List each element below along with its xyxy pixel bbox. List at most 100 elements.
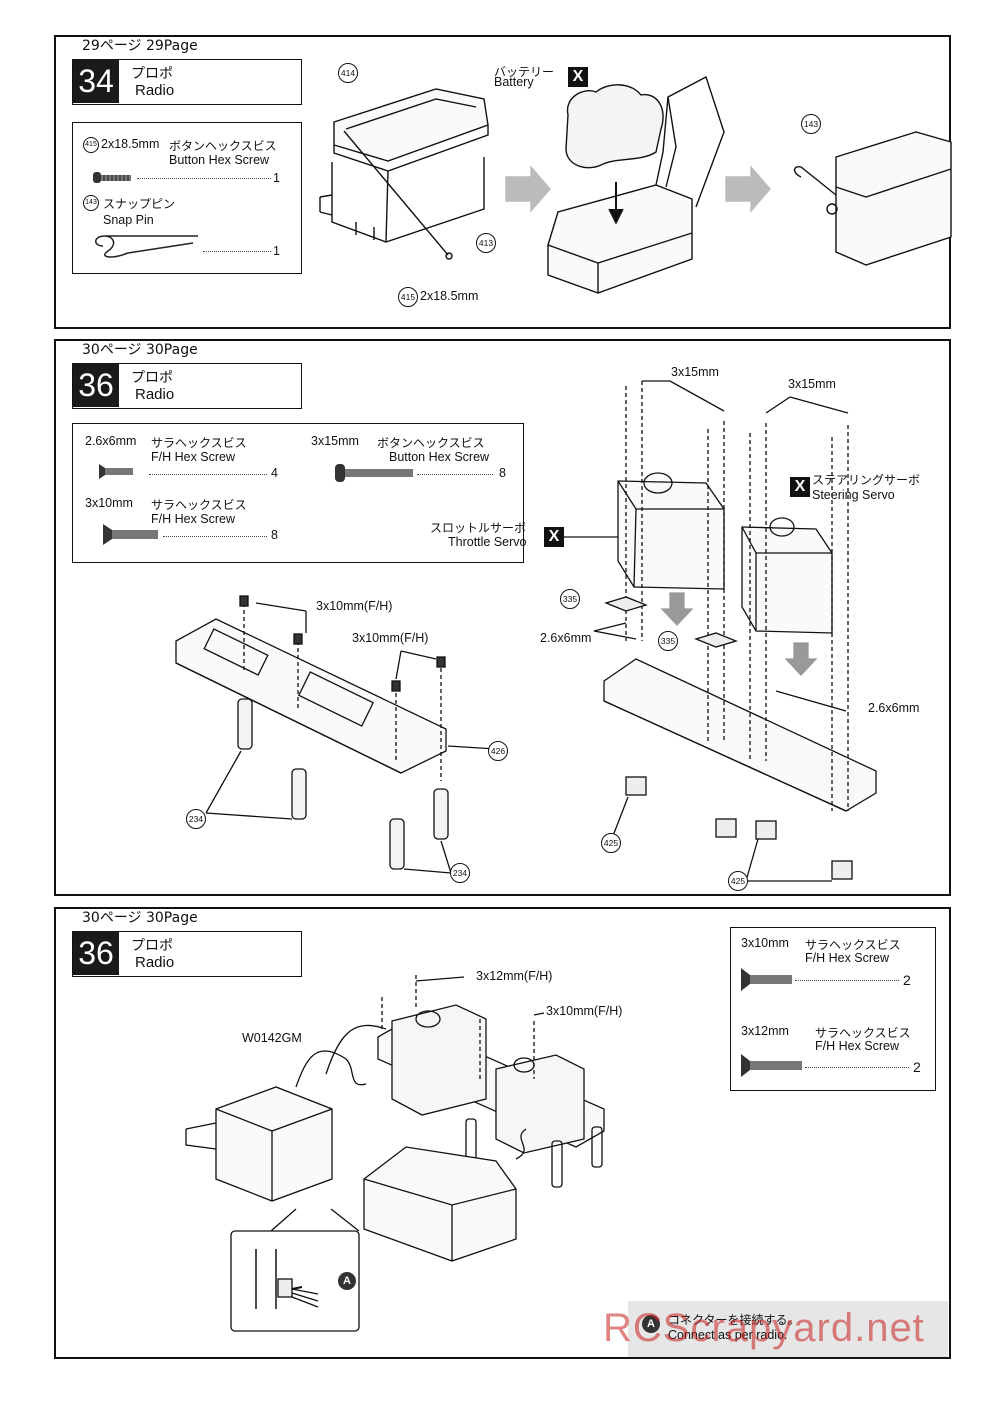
step-header: 36 プロポ Radio <box>72 363 302 409</box>
part-size: 2.6x6mm <box>85 434 137 448</box>
step-header: 34 プロポ Radio <box>72 59 302 105</box>
part-name-jp: ボタンヘックスビス <box>169 139 277 153</box>
not-included-x-icon: X <box>544 527 564 547</box>
part-name-jp: サラヘックスビス <box>805 938 901 952</box>
parts-list: 3x10mm サラヘックスビス F/H Hex Screw 2 3x12mm サ… <box>730 927 936 1091</box>
battery-label-en: Battery <box>494 75 534 89</box>
part-name-en: Button Hex Screw <box>389 450 490 464</box>
part-size: 3x12mm <box>741 1024 789 1038</box>
parts-list: 2.6x6mm サラヘックスビス F/H Hex Screw 4 3x10mm … <box>72 423 524 563</box>
fh-hex-screw-icon <box>103 524 158 545</box>
part-number-badge: 143 <box>83 195 99 211</box>
dotted-leader <box>203 251 271 252</box>
screw-size-label: 3x10mm(F/H) <box>316 599 393 613</box>
step-title-en: Radio <box>135 82 175 99</box>
screw-size-label: 3x12mm(F/H) <box>476 969 553 983</box>
part-number-badge: 414 <box>338 63 358 83</box>
step-title-en: Radio <box>135 386 175 403</box>
fh-hex-screw-icon <box>741 968 792 991</box>
note-text-jp: コネクターを接続する。 <box>668 1313 800 1327</box>
not-included-x-icon: X <box>790 477 810 497</box>
page-reference: 30ページ 30Page <box>82 342 198 358</box>
part-name-jp: サラヘックスビス <box>815 1026 911 1040</box>
step-title-en: Radio <box>135 954 175 971</box>
part-name-jp: ボタンヘックスビス <box>377 436 485 450</box>
screw-size-label: 3x10mm(F/H) <box>352 631 429 645</box>
part-size: 2x18.5mm <box>101 137 160 151</box>
part-name-jp: サラヘックスビス <box>151 436 247 450</box>
part-name-en: Button Hex Screw <box>169 153 270 167</box>
not-included-x-icon: X <box>568 67 588 87</box>
part-number-badge: 143 <box>801 114 821 134</box>
fh-hex-screw-icon <box>99 464 133 479</box>
dotted-leader <box>137 178 271 179</box>
dotted-leader <box>795 980 899 981</box>
screw-size-label: 2x18.5mm <box>420 289 479 303</box>
part-size: 3x10mm <box>85 496 133 510</box>
part-quantity: 2 <box>903 972 911 988</box>
throttle-servo-label-en: Throttle Servo <box>448 535 527 549</box>
steering-servo-label-jp: ステアリングサーボ <box>812 473 921 487</box>
part-size: 3x15mm <box>311 434 359 448</box>
part-name-en: F/H Hex Screw <box>805 951 890 965</box>
step-number: 34 <box>73 60 119 103</box>
part-name-en: F/H Hex Screw <box>815 1039 900 1053</box>
watermark: RCScrapyard.net <box>603 1306 925 1350</box>
parts-list: 415 2x18.5mm ボタンヘックスビス Button Hex Screw … <box>72 122 302 274</box>
part-name-en: F/H Hex Screw <box>151 450 236 464</box>
screw-size-label: 3x10mm(F/H) <box>546 1004 623 1018</box>
part-quantity: 1 <box>273 171 280 185</box>
note-text-en: Connect as per radio. <box>668 1328 788 1342</box>
part-quantity: 4 <box>271 466 278 480</box>
fh-hex-screw-icon <box>741 1054 802 1077</box>
screw-size-label: 3x15mm <box>788 377 836 391</box>
part-name-jp: サラヘックスビス <box>151 498 247 512</box>
dotted-leader <box>417 474 493 475</box>
connector-a-marker: A <box>338 1272 356 1290</box>
step-title-jp: プロポ <box>131 938 173 954</box>
step-title-jp: プロポ <box>131 66 173 82</box>
part-number-badge: 335 <box>560 589 580 609</box>
step-number: 36 <box>73 932 119 975</box>
dotted-leader <box>163 536 267 537</box>
part-number-badge: 234 <box>450 863 470 883</box>
snap-pin-icon <box>95 235 198 258</box>
screw-size-label: 2.6x6mm <box>868 701 920 715</box>
part-number-badge: 415 <box>398 287 418 307</box>
servo-plate-assembly-illustration <box>175 380 877 882</box>
part-number-badge: 415 <box>83 137 99 153</box>
part-number-badge: 413 <box>476 233 496 253</box>
part-name-jp: スナップピン <box>103 197 176 211</box>
wiring-assembly-illustration <box>185 975 605 1332</box>
part-number-badge: 425 <box>601 833 621 853</box>
part-number-badge: 426 <box>488 741 508 761</box>
step-34-panel: 29ページ 29Page 34 プロポ Radio 415 2x18.5mm ボ… <box>54 35 952 329</box>
part-name-en: F/H Hex Screw <box>151 512 236 526</box>
dotted-leader <box>805 1067 909 1068</box>
part-name-en: Snap Pin <box>103 213 154 227</box>
part-quantity: 2 <box>913 1059 921 1075</box>
part-number-badge: 234 <box>186 809 206 829</box>
step-36-panel: 30ページ 30Page 36 プロポ Radio 2.6x6mm サラヘックス… <box>54 339 951 896</box>
page-reference: 30ページ 30Page <box>82 910 198 926</box>
step-title-jp: プロポ <box>131 370 173 386</box>
part-number-badge: 335 <box>658 631 678 651</box>
screw-size-label: 3x15mm <box>671 365 719 379</box>
steering-servo-label-en: Steering Servo <box>812 488 895 502</box>
part-quantity: 8 <box>271 528 278 542</box>
connector-a-marker: A <box>642 1315 660 1333</box>
page-reference: 29ページ 29Page <box>82 38 198 54</box>
throttle-servo-label-jp: スロットルサーボ <box>430 521 527 535</box>
part-quantity: 1 <box>273 244 280 258</box>
step-header: 36 プロポ Radio <box>72 931 302 977</box>
wire-part-label: W0142GM <box>242 1031 302 1045</box>
receiver-box-illustration <box>319 75 952 294</box>
part-number-badge: 425 <box>728 871 748 891</box>
button-hex-screw-icon <box>335 464 413 482</box>
step-36-wiring-panel: 30ページ 30Page 36 プロポ Radio 3x10mm サラヘックスビ… <box>54 907 951 1359</box>
dotted-leader <box>149 474 267 475</box>
button-hex-screw-icon <box>93 172 131 183</box>
battery-label-jp: バッテリー <box>494 65 555 79</box>
screw-size-label: 2.6x6mm <box>540 631 592 645</box>
step-number: 36 <box>73 364 119 407</box>
